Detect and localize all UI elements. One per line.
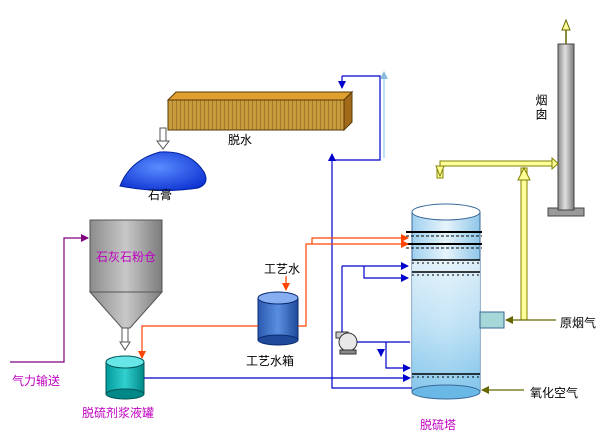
chimney-label: 烟囱 (534, 94, 548, 122)
dewatering-belt (156, 90, 354, 150)
slurry-blue-lines (144, 75, 412, 389)
oxidation-air-label: 氧化空气 (530, 386, 579, 400)
flue-gas-pipes (435, 156, 559, 321)
raw-flue-gas-label: 原烟气 (560, 316, 597, 330)
pump-icon (335, 331, 358, 355)
pneumatic-convey-line (10, 234, 89, 363)
process-water-lines (138, 234, 409, 359)
chimney (547, 18, 585, 217)
dewater-label: 脱水 (228, 133, 253, 147)
process-water-label: 工艺水 (264, 262, 301, 276)
limestone-silo (88, 219, 164, 351)
gypsum-pile (119, 151, 207, 192)
slurry-tank (105, 355, 145, 400)
absorber-label: 脱硫塔 (420, 418, 457, 432)
pneumatic-label: 气力输送 (12, 374, 61, 388)
gypsum-label: 石膏 (148, 188, 173, 202)
limestone-silo-label: 石灰石粉仓 (96, 250, 157, 264)
process-water-tank-label: 工艺水箱 (246, 354, 295, 368)
slurry-tank-label: 脱硫剂浆液罐 (82, 406, 155, 420)
process-water-tank (257, 291, 299, 346)
absorber-tower (406, 203, 505, 400)
gas-input-lines (481, 316, 556, 394)
